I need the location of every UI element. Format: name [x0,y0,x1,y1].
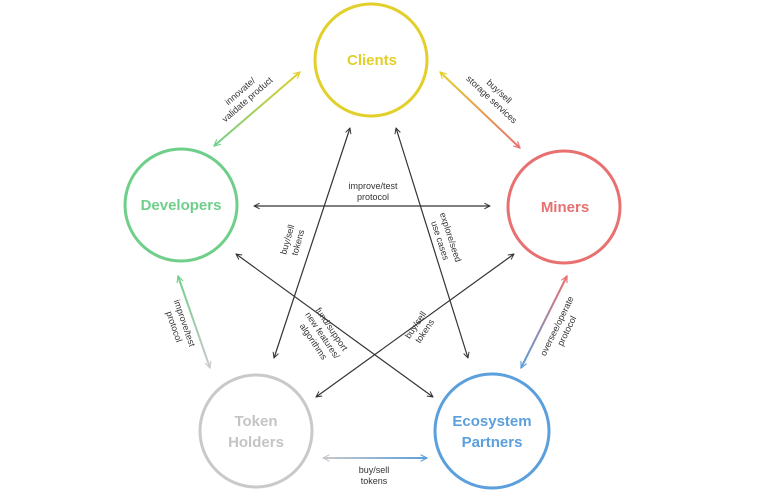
node-token-holders-label-1: Token [234,413,277,430]
label-developers-token-holders: improve/test protocol [164,298,197,348]
node-token-holders: Token Holders [198,373,314,489]
node-ecosystem-partners-label-1: Ecosystem [452,413,531,430]
node-ecosystem-partners-label-2: Partners [462,434,523,451]
label-developers-miners: improve/test protocol [348,181,398,202]
label-developers-clients: innovate/ validate product [220,75,275,125]
node-clients-label: Clients [347,52,397,69]
node-miners-label: Miners [541,199,589,216]
edge-developers-token-holders [178,276,210,368]
label-clients-ecosystem-partners: explore/seed use cases [429,211,463,263]
edge-miners-token-holders [316,254,514,397]
edge-developers-clients [214,72,300,146]
label-clients-miners: buy/sell storage services [464,73,519,125]
node-miners: Miners [506,149,622,265]
edge-clients-miners [440,72,520,148]
edge-miners-ecosystem-partners [520,276,568,368]
label-developers-miners-line2: protocol [357,192,389,202]
label-miners-ecosystem-partners: oversee/operate protocol [538,295,578,358]
node-developers-label: Developers [141,197,222,214]
node-token-holders-label-2: Holders [228,434,284,451]
label-token-holders-ecosystem-partners: buy/sell tokens [359,465,390,486]
node-developers: Developers [123,147,239,263]
label-token-holders-ecosystem-partners-line2: tokens [361,476,388,486]
node-clients: Clients [313,2,429,118]
label-miners-token-holders: buy/sell tokens [403,310,437,345]
label-clients-token-holders: buy/sell tokens [278,223,306,256]
label-developers-miners-line1: improve/test [348,181,398,191]
label-developers-ecosystem-partners: fund/support new features/ algorithms [298,306,350,362]
label-token-holders-ecosystem-partners-line1: buy/sell [359,465,390,475]
node-ecosystem-partners: Ecosystem Partners [433,372,551,490]
